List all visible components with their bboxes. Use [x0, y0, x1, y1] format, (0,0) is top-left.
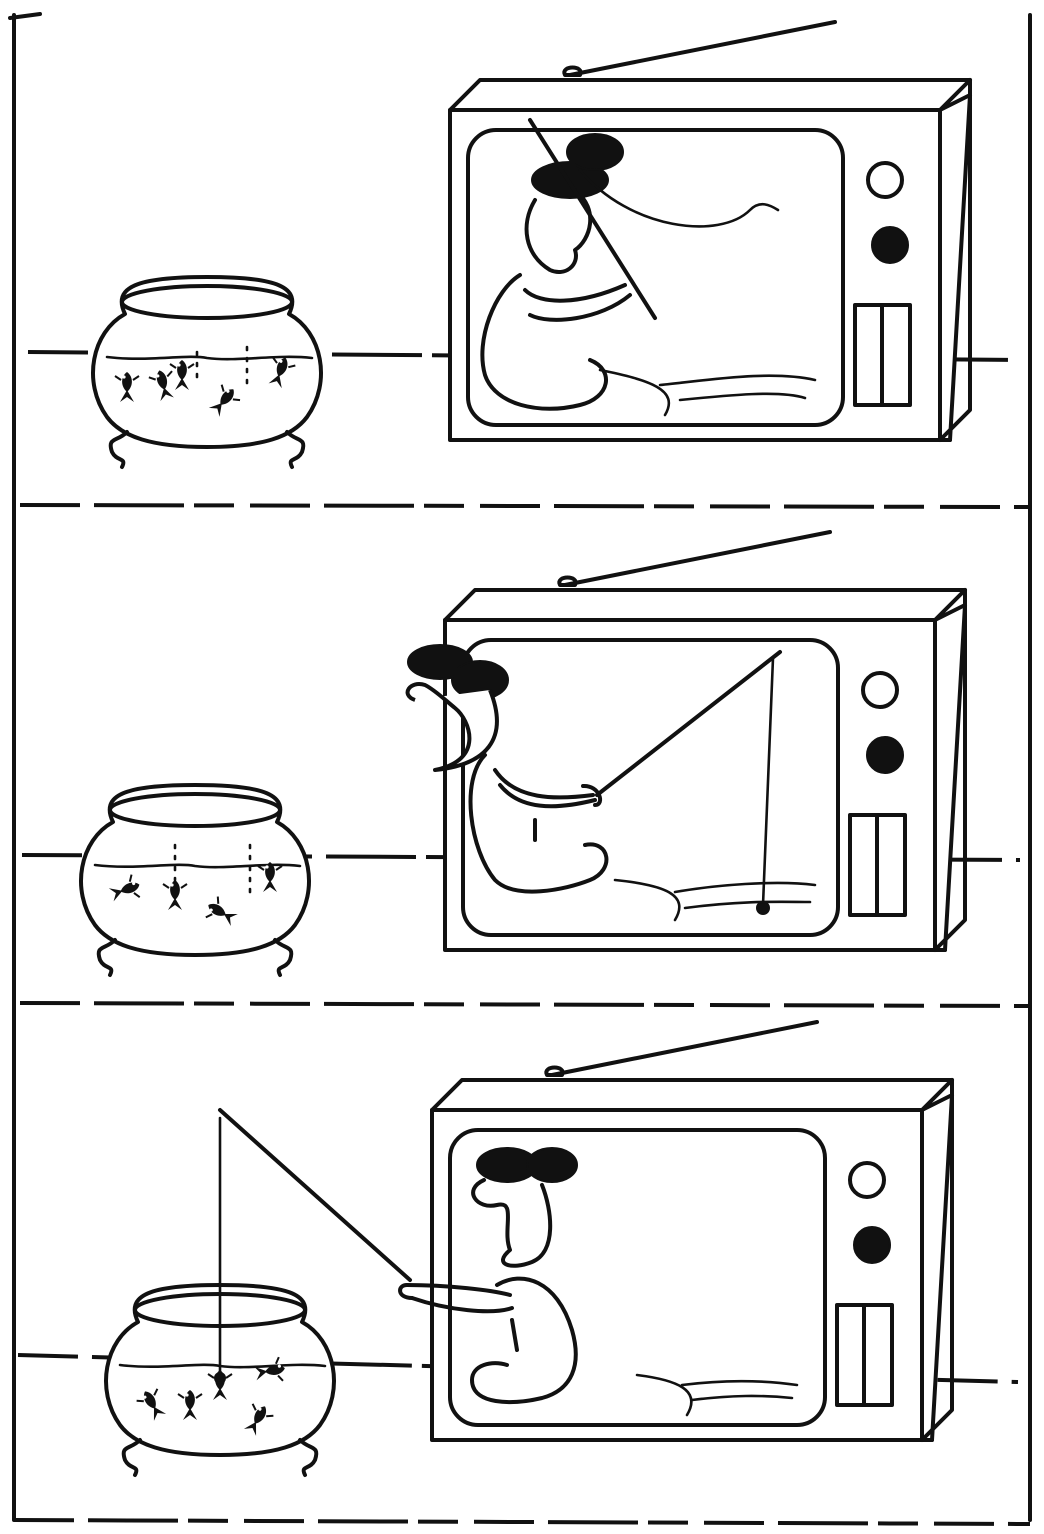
panel-1 [27, 20, 1021, 469]
panel-3 [17, 1020, 1019, 1477]
fisherman-figure [480, 118, 817, 417]
fisherman-figure [398, 1147, 799, 1417]
fish-bowl-icon [79, 783, 311, 977]
television-icon [448, 20, 972, 442]
panel-2 [21, 530, 1021, 977]
panel-frame [8, 12, 1032, 1526]
fishing-rod [214, 1108, 412, 1384]
television-icon [405, 530, 967, 952]
television-icon [398, 1020, 954, 1442]
fish-bowl-icon [91, 275, 323, 469]
fisherman-figure [405, 644, 817, 922]
